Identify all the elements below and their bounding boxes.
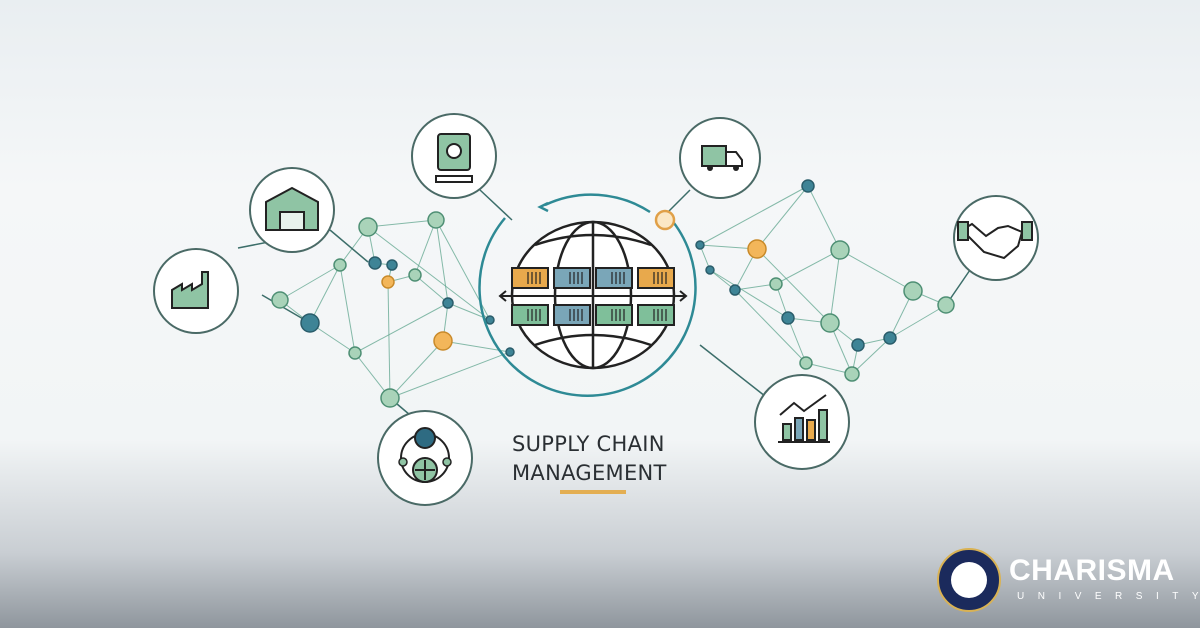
network-edge	[414, 274, 449, 304]
network-node	[883, 331, 897, 345]
network-node	[937, 296, 955, 314]
network-edge	[387, 281, 391, 399]
truck-icon	[679, 117, 761, 199]
network-node	[386, 259, 398, 271]
brand-name: CHARISMA	[1009, 554, 1175, 587]
title-line-2: MANAGEMENT	[512, 461, 667, 485]
connector-line	[329, 229, 369, 263]
network-node	[820, 313, 840, 333]
network-node	[747, 239, 767, 259]
network-edge	[367, 219, 437, 228]
network-edge	[839, 249, 914, 292]
brand-logo: CHARISMA UNIVERSITY	[937, 548, 1199, 618]
network-edge	[775, 249, 841, 285]
network-edge	[339, 264, 356, 354]
shipping-container	[553, 304, 591, 326]
shipping-container	[553, 267, 591, 289]
network-edge	[889, 304, 947, 339]
network-people-icon	[377, 410, 473, 506]
network-edge	[709, 269, 789, 319]
network-edge	[367, 226, 491, 321]
university-seal-icon	[937, 548, 1001, 612]
network-edge	[756, 248, 831, 324]
network-node	[830, 240, 850, 260]
handshake-icon	[953, 195, 1039, 281]
title-underline	[560, 490, 626, 494]
globe-containers-icon	[478, 193, 697, 397]
page-title: SUPPLY CHAIN MANAGEMENT	[512, 430, 667, 488]
network-node	[348, 346, 362, 360]
network-edge	[279, 264, 341, 301]
network-node	[358, 217, 378, 237]
shipping-container	[637, 267, 675, 289]
network-node	[333, 258, 347, 272]
network-edge	[354, 302, 449, 354]
title-line-1: SUPPLY CHAIN	[512, 432, 665, 456]
network-edge	[389, 340, 444, 399]
network-edge	[699, 185, 809, 246]
connector-line	[699, 344, 771, 401]
network-node	[368, 256, 382, 270]
network-node	[844, 366, 860, 382]
shipping-container	[595, 304, 633, 326]
network-edge	[756, 185, 809, 250]
brand-subtitle: UNIVERSITY	[1017, 591, 1200, 602]
network-node	[695, 240, 705, 250]
network-node	[300, 313, 320, 333]
network-node	[903, 281, 923, 301]
network-node	[433, 331, 453, 351]
network-edge	[805, 362, 853, 375]
network-node	[381, 275, 395, 289]
network-edge	[435, 219, 449, 304]
network-node	[799, 356, 813, 370]
shipping-container	[511, 267, 549, 289]
network-edge	[807, 185, 841, 251]
network-edge	[309, 264, 341, 324]
network-node	[485, 315, 495, 325]
network-edge	[389, 351, 511, 399]
factory-icon	[153, 248, 239, 334]
shipping-container	[511, 304, 549, 326]
network-node	[729, 284, 741, 296]
connector-line	[479, 189, 513, 221]
network-edge	[787, 317, 807, 364]
network-node	[408, 268, 422, 282]
network-node	[781, 311, 795, 325]
network-edge	[851, 337, 891, 375]
network-edge	[734, 283, 777, 291]
network-node	[442, 297, 454, 309]
network-node	[271, 291, 289, 309]
network-node	[427, 211, 445, 229]
network-edge	[414, 219, 437, 276]
network-node	[505, 347, 515, 357]
network-node	[851, 338, 865, 352]
warehouse-icon	[249, 167, 335, 253]
network-node	[380, 388, 400, 408]
network-edge	[829, 249, 841, 324]
network-edge	[734, 289, 807, 364]
network-node	[801, 179, 815, 193]
network-nodes	[271, 179, 955, 408]
scanner-icon	[411, 113, 497, 199]
shipping-container	[637, 304, 675, 326]
growth-chart-icon	[754, 374, 850, 470]
shipping-container	[595, 267, 633, 289]
network-node	[705, 265, 715, 275]
network-node	[769, 277, 783, 291]
